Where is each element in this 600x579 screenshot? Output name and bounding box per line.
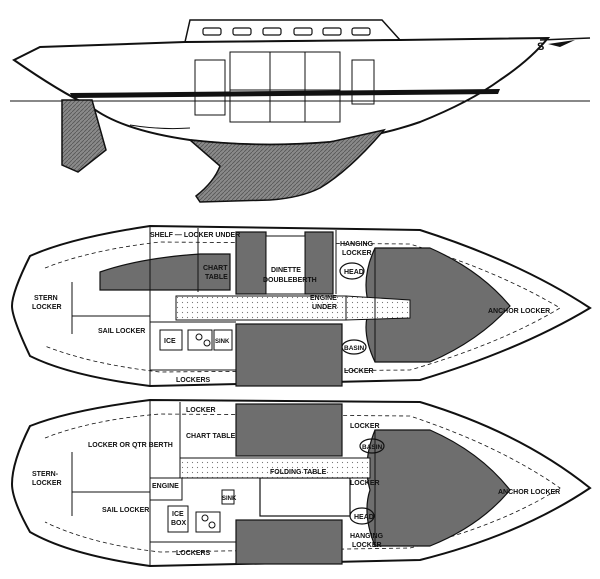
plan-a-settee-right [235,323,343,387]
plan-a-dinette-cushion-2 [304,231,334,295]
plan-b-settee-top [235,403,343,457]
cabin-house [184,19,402,43]
plan-b-stern-locker-line1: STERN- [32,471,59,478]
plan-b-locker-right: LOCKER [350,423,380,430]
plan-a-sail-locker: SAIL LOCKER [98,328,145,335]
plan-a: SHELF — LOCKER UNDER CHART TABLE DINETTE… [10,224,592,388]
plan-b-inner-line [44,413,561,553]
plan-a-sole-fwd [345,295,411,321]
boot-stripe [70,89,500,98]
plan-a-head-oval [339,262,365,280]
plan-b-hanging-locker-line1: HANGING [350,533,384,540]
plan-a-berth-left [99,253,231,291]
plan-a-basin-oval [341,339,367,355]
portlight [351,27,371,36]
plan-a-dinette-cushion [235,231,267,295]
plan-a-stern-locker-line1: STERN [34,295,58,302]
plan-b-anchor-locker: ANCHOR LOCKER [498,489,560,496]
plan-b-locker-or-qtr-berth: LOCKER OR QTR BERTH [88,442,173,449]
plan-b-sail-locker: SAIL LOCKER [102,507,149,514]
plan-a-shelf-locker-under: SHELF — LOCKER UNDER [150,232,240,239]
plan-b-sink: SINK [222,496,237,502]
plan-b-basin: BASIN [362,444,383,451]
portlight [293,27,313,36]
rudder [61,99,107,173]
plan-b-basin-oval [359,438,385,454]
plan-a-ice: ICE [164,338,176,345]
plan-a-sole [175,295,347,321]
plan-a-chart-table-line2: TABLE [205,274,228,281]
plan-b-chart-table: CHART TABLE [186,433,236,440]
plan-b-locker-top: LOCKER [186,407,216,414]
plan-b-vberth [366,429,511,547]
plan-b-hanging-locker-line2: LOCKER [352,542,382,549]
plan-a-chart-table-line1: CHART [203,265,228,272]
plan-b-ice-box-line1: ICE [172,511,184,518]
plan-b-settee-bottom [235,519,343,565]
profile-interior [129,37,591,130]
plan-a-locker: LOCKER [344,368,374,375]
plan-b-folding-table-label: FOLDING TABLE [270,469,327,476]
bow-arrow-icon [548,40,575,47]
plan-a-hanging-locker-line1: HANGING [340,241,374,248]
plan-b-partitions [71,400,376,566]
keel [187,128,387,203]
plan-b-locker-mid: LOCKER [350,480,380,487]
profile-view: S [10,19,591,203]
plan-a-stern-locker-line2: LOCKER [32,304,62,311]
plan-b-sole [179,457,371,479]
plan-b: LOCKER CHART TABLE LOCKER LOCKER OR QTR … [10,398,592,568]
portlight [202,27,222,36]
portlight [262,27,282,36]
plan-b-stern-locker-line2: LOCKER [32,480,62,487]
plan-a-engine-under-line1: ENGINE [310,295,337,302]
plan-a-head: HEAD [344,269,364,276]
plan-a-partitions [71,226,376,386]
plan-a-hanging-locker-line2: LOCKER [342,250,372,257]
portlight [232,27,252,36]
plan-b-folding-table [259,477,351,517]
plan-a-sink: SINK [215,339,230,345]
plan-b-engine: ENGINE [152,483,179,490]
bow-mark: S [537,41,544,53]
plan-b-lockers: LOCKERS [176,550,211,557]
plan-a-dinette-table [265,235,306,295]
plan-a-lockers: LOCKERS [176,377,211,384]
plan-a-dinette-line1: DINETTE [271,267,301,274]
plan-a-anchor-locker: ANCHOR LOCKER [488,308,550,315]
plan-b-head-oval [349,507,375,525]
portlight [322,27,342,36]
plan-a-engine-under-line2: UNDER [312,304,337,311]
plan-b-head: HEAD [354,514,374,521]
plan-a-dinette-line2: DOUBLEBERTH [263,277,317,284]
plan-a-basin: BASIN [344,345,365,352]
plan-b-ice-box-line2: BOX [171,520,187,527]
